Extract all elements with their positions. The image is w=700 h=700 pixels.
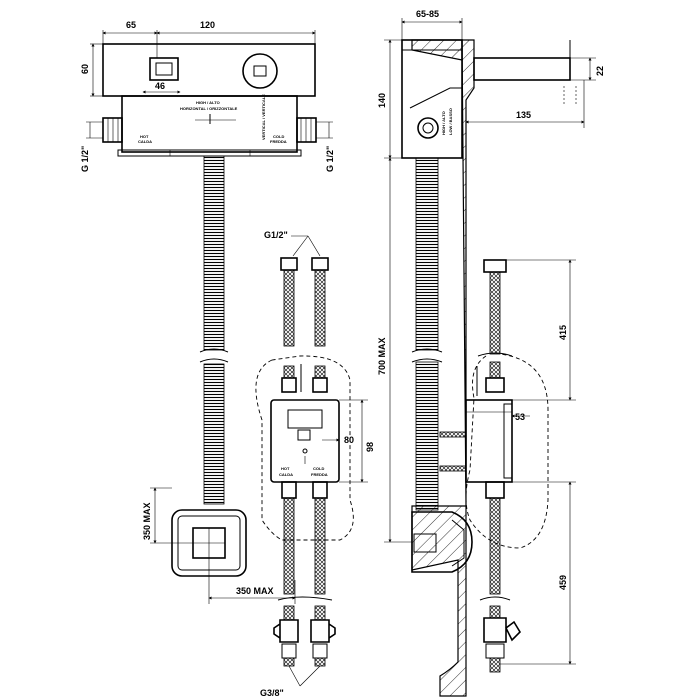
label-fredda-right: FREDDA [270, 139, 287, 144]
dim-65-85: 65-85 [416, 9, 439, 19]
label-horizontal: HORIZONTAL / ORIZZONTALE [180, 106, 238, 111]
side-label-b: LOW / BASSO [448, 108, 453, 135]
hose-upper-left [280, 257, 298, 271]
mixer-label-hot: HOT [281, 466, 290, 471]
label-cold-right: COLD [273, 134, 284, 139]
side-mixer-hose-top [483, 259, 507, 273]
dim-120-top: 120 [200, 20, 215, 30]
front-cover-plate [102, 43, 316, 97]
side-dashed-envelope [465, 353, 549, 549]
side-angle-valve [483, 617, 522, 643]
dim-g12-left: G 1/2" [80, 146, 90, 172]
front-fitting-right [296, 117, 317, 143]
mixer-group: G1/2" HOT CALDA COLD FREDDA 98 80 [255, 230, 375, 698]
dim-60: 60 [80, 64, 90, 74]
dim-350-vertical: 350 MAX [142, 502, 152, 540]
mixer-label-calda: CALDA [279, 472, 293, 477]
front-fitting-left [102, 117, 123, 143]
hose-lower-right [314, 497, 326, 595]
label-calda-left: CALDA [138, 139, 152, 144]
conduit-upper [203, 155, 225, 351]
front-knob-square [149, 57, 179, 81]
side-hose-lower [489, 497, 501, 595]
dim-80: 80 [344, 435, 354, 445]
dim-g12-right: G 1/2" [325, 146, 335, 172]
mixer-dashed-envelope [255, 355, 354, 541]
mixer-label-fredda: FREDDA [311, 472, 328, 477]
mixer-label-cold: COLD [313, 466, 324, 471]
spout [473, 57, 571, 81]
dim-g38-outlet: G3/8" [260, 688, 284, 698]
dim-415: 415 [558, 325, 568, 340]
dim-140: 140 [377, 93, 387, 108]
dim-459: 459 [558, 575, 568, 590]
side-connector [417, 117, 439, 139]
dim-g12-inlet: G1/2" [264, 230, 288, 240]
dim-350-horizontal: 350 MAX [236, 586, 274, 596]
angle-valve-right [310, 619, 336, 643]
dim-46: 46 [155, 81, 165, 91]
side-plate [411, 511, 473, 573]
side-label-a: HIGH / ALTO [441, 111, 446, 135]
angle-valve-left [273, 619, 299, 643]
front-view: 65 120 60 46 HIGH / ALTO HORIZONTAL / OR… [80, 20, 335, 604]
side-conduit-upper [415, 157, 439, 351]
side-view: HIGH / ALTO LOW / BASSO 22 135 65-85 140… [377, 9, 605, 697]
front-knob-round [242, 53, 278, 89]
dim-65-top: 65 [126, 20, 136, 30]
conduit-lower [203, 363, 225, 505]
dim-98: 98 [365, 442, 375, 452]
hose-lower-left [283, 497, 295, 595]
dim-22: 22 [595, 66, 605, 76]
hose-upper-right [311, 257, 329, 271]
label-vertical: VERTICAL / VERTICALE [261, 94, 266, 140]
side-conduit-lower [415, 361, 439, 511]
dim-135: 135 [516, 110, 531, 120]
dim-53: 53 [515, 412, 525, 422]
label-hot-left: HOT [140, 134, 149, 139]
dim-700-max: 700 MAX [377, 337, 387, 375]
label-high-alto: HIGH / ALTO [196, 100, 220, 105]
